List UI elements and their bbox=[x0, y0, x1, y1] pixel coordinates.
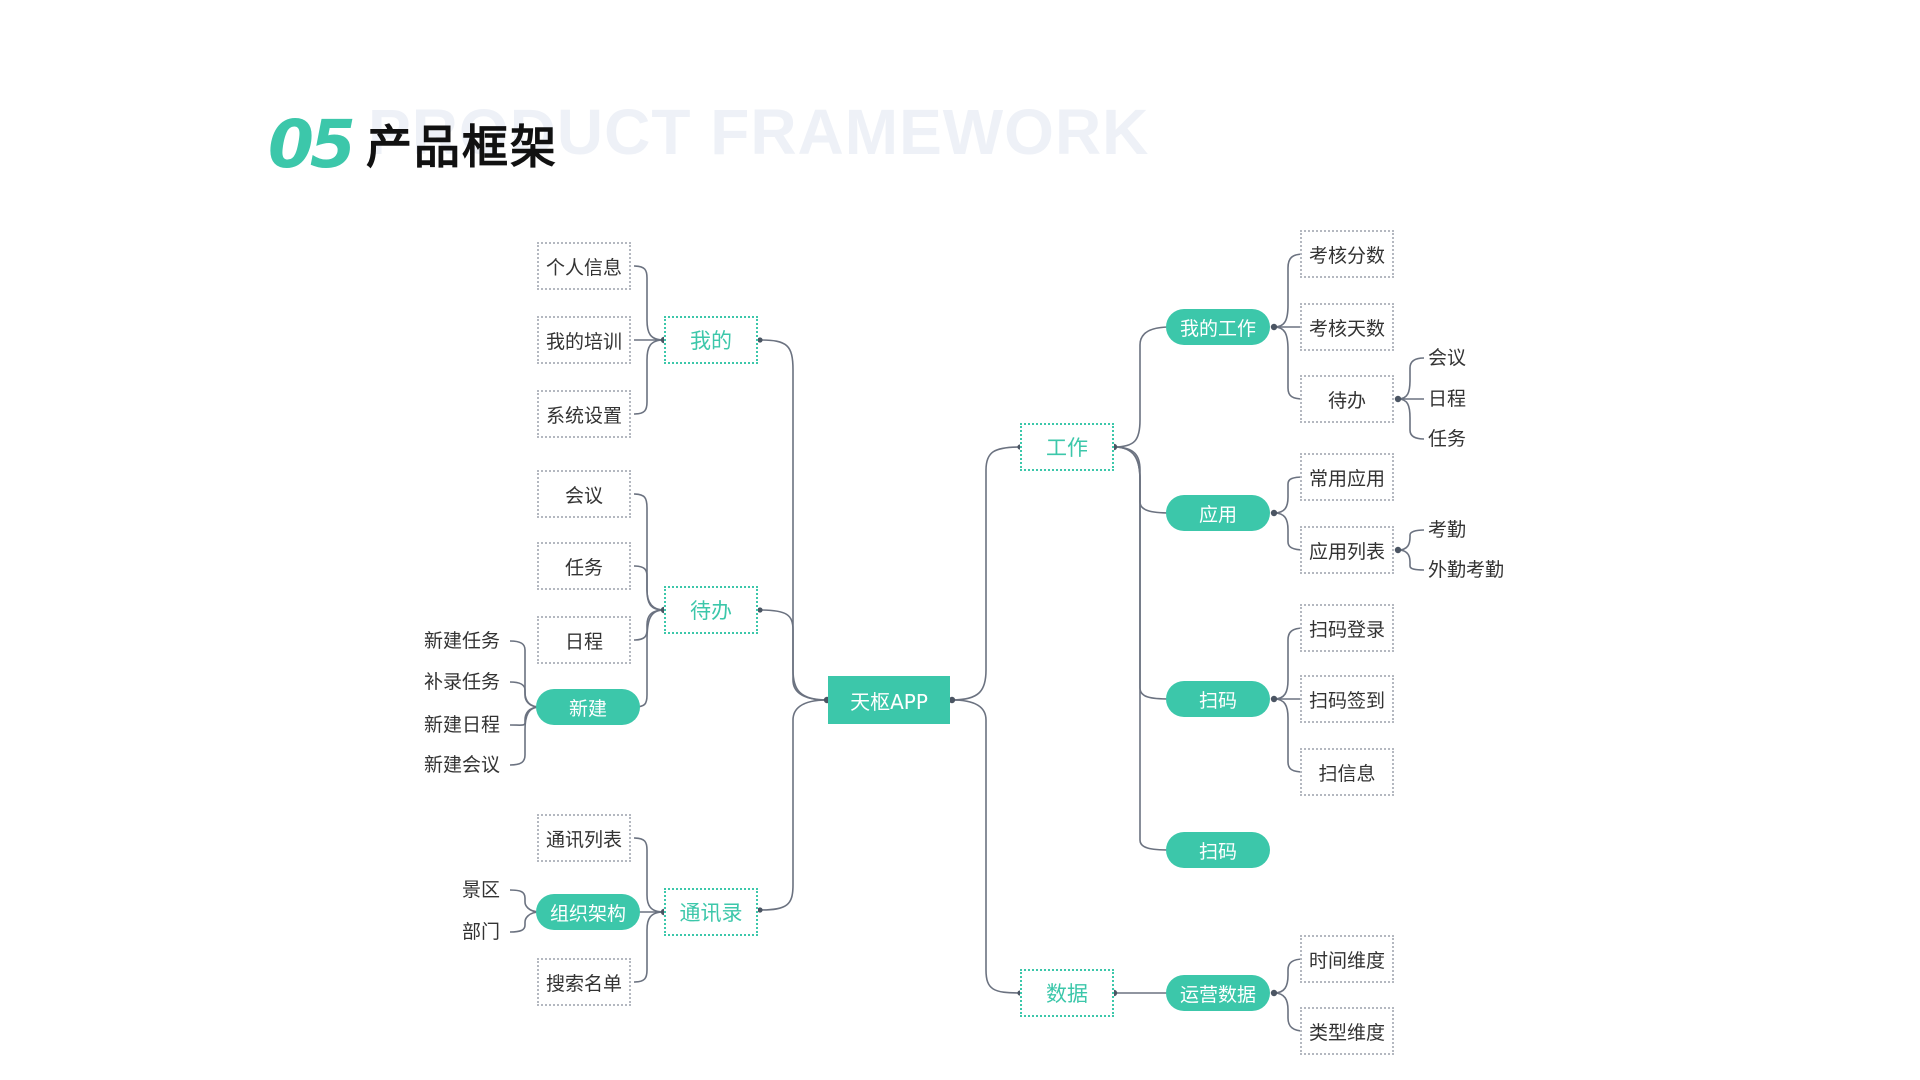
node-data[interactable]: 数据 bbox=[1020, 969, 1114, 1017]
node-attendance[interactable]: 考勤 bbox=[1428, 519, 1467, 541]
node-work-todo-schedule[interactable]: 日程 bbox=[1428, 388, 1467, 410]
node-scan-2[interactable]: 扫码 bbox=[1166, 832, 1270, 868]
node-scan-login[interactable]: 扫码登录 bbox=[1300, 604, 1394, 652]
node-apps[interactable]: 应用 bbox=[1166, 495, 1270, 531]
section-number: 05 bbox=[268, 106, 356, 183]
node-app-list[interactable]: 应用列表 bbox=[1300, 526, 1394, 574]
header-subtitle-en: PRODUCT FRAMEWORK bbox=[368, 96, 1150, 168]
node-scenic-area[interactable]: 景区 bbox=[462, 879, 501, 901]
node-system-settings[interactable]: 系统设置 bbox=[537, 390, 631, 438]
node-mine[interactable]: 我的 bbox=[664, 316, 758, 364]
node-scan[interactable]: 扫码 bbox=[1166, 681, 1270, 717]
node-department[interactable]: 部门 bbox=[462, 921, 501, 943]
node-todo-schedule[interactable]: 日程 bbox=[537, 616, 631, 664]
node-work-todo-task[interactable]: 任务 bbox=[1428, 428, 1467, 450]
node-new[interactable]: 新建 bbox=[536, 689, 640, 725]
node-work-todo[interactable]: 待办 bbox=[1300, 375, 1394, 423]
node-type-dimension[interactable]: 类型维度 bbox=[1300, 1007, 1394, 1055]
node-work-todo-meeting[interactable]: 会议 bbox=[1428, 347, 1467, 369]
node-scan-checkin[interactable]: 扫码签到 bbox=[1300, 675, 1394, 723]
node-todo-meeting[interactable]: 会议 bbox=[537, 470, 631, 518]
node-contacts[interactable]: 通讯录 bbox=[664, 888, 758, 936]
node-profile[interactable]: 个人信息 bbox=[537, 242, 631, 290]
node-new-meeting[interactable]: 新建会议 bbox=[424, 754, 501, 776]
root-node-app[interactable]: 天枢APP bbox=[828, 676, 950, 724]
node-scan-info[interactable]: 扫信息 bbox=[1300, 748, 1394, 796]
node-work[interactable]: 工作 bbox=[1020, 423, 1114, 471]
node-operations-data[interactable]: 运营数据 bbox=[1166, 975, 1270, 1011]
node-contact-list[interactable]: 通讯列表 bbox=[537, 814, 631, 862]
node-my-work[interactable]: 我的工作 bbox=[1166, 309, 1270, 345]
node-my-training[interactable]: 我的培训 bbox=[537, 316, 631, 364]
node-time-dimension[interactable]: 时间维度 bbox=[1300, 935, 1394, 983]
node-todo-task[interactable]: 任务 bbox=[537, 542, 631, 590]
node-new-task[interactable]: 新建任务 bbox=[424, 630, 501, 652]
node-org-structure[interactable]: 组织架构 bbox=[536, 894, 640, 930]
node-field-attendance[interactable]: 外勤考勤 bbox=[1428, 559, 1505, 581]
node-common-apps[interactable]: 常用应用 bbox=[1300, 453, 1394, 501]
node-assessment-days[interactable]: 考核天数 bbox=[1300, 303, 1394, 351]
node-backfill-task[interactable]: 补录任务 bbox=[424, 671, 501, 693]
node-new-schedule[interactable]: 新建日程 bbox=[424, 714, 501, 736]
node-search-roster[interactable]: 搜索名单 bbox=[537, 958, 631, 1006]
node-todo[interactable]: 待办 bbox=[664, 586, 758, 634]
node-assessment-score[interactable]: 考核分数 bbox=[1300, 230, 1394, 278]
page-title: 产品框架 bbox=[366, 120, 558, 174]
